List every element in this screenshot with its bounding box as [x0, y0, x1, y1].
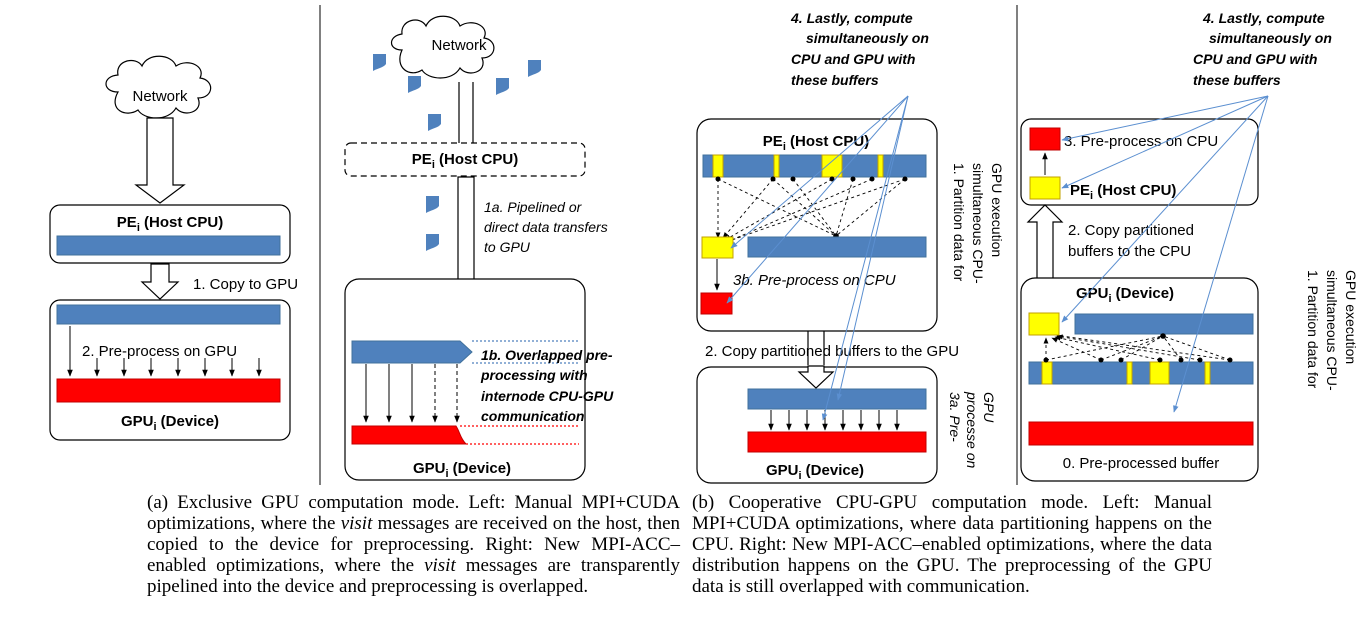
- panel-b-right: 4. Lastly, compute simultaneously on CPU…: [1020, 10, 1359, 482]
- partition-dashed-lines: [1043, 334, 1231, 361]
- note-lastly: 4. Lastly, compute simultaneously on CPU…: [790, 10, 933, 88]
- yellow-buffer: [701, 236, 734, 259]
- partition-dashed-lines: [715, 178, 906, 243]
- copy-partitioned-label: 2. Copy partitioned buffers to the GPU: [705, 343, 959, 360]
- preprocess-arrows: [363, 364, 460, 423]
- blue-buffer-bar: [56, 304, 281, 325]
- blue-pointer-arrows: [1061, 95, 1269, 413]
- partition-segments: [712, 154, 884, 178]
- red-buffer: [1029, 127, 1061, 151]
- blue-buffer-bar: [747, 388, 927, 410]
- figure-diagram: Network PEi (Host CPU) 1. Copy to GPU 2.…: [49, 5, 1359, 485]
- device-gpu-label: GPUi (Device): [766, 462, 864, 482]
- gpu-preprocess-label-vertical: 3a. Pre- processe on GPU: [947, 391, 997, 472]
- red-buffer-bar: [747, 431, 927, 453]
- partition-label-vertical: 1. Partition data for simultaneous CPU- …: [951, 163, 1005, 288]
- red-buffer-bar: [1028, 421, 1254, 446]
- note-1a: 1a. Pipelined or direct data transfers t…: [484, 199, 612, 255]
- host-cpu-label: PEi (Host CPU): [117, 214, 223, 234]
- note-lastly: 4. Lastly, compute simultaneously on CPU…: [1193, 10, 1336, 88]
- network-cloud: [105, 55, 212, 119]
- host-cpu-label: PEi (Host CPU): [1070, 182, 1176, 202]
- network-label: Network: [132, 88, 188, 105]
- preprocessed-buffer-label: 0. Pre-processed buffer: [1063, 455, 1219, 472]
- block-arrow-down: [134, 117, 186, 204]
- device-gpu-label: GPUi (Device): [413, 460, 511, 480]
- block-arrow-down: [140, 263, 180, 300]
- blue-buffer-bar: [702, 154, 927, 178]
- preprocess-arrows: [67, 326, 262, 377]
- blue-buffer-bar: [351, 340, 473, 364]
- panel-b-left: 4. Lastly, compute simultaneously on CPU…: [696, 10, 1005, 484]
- preprocess-gpu-label: 2. Pre-process on GPU: [82, 343, 237, 360]
- preprocess-cpu-label: 3b. Pre-process on CPU: [733, 272, 896, 289]
- blue-buffer-bar: [56, 235, 281, 256]
- copy-partitioned-label: 2. Copy partitioned buffers to the CPU: [1068, 222, 1198, 260]
- device-gpu-box: [49, 299, 291, 441]
- blue-buffer-bar: [1028, 361, 1254, 385]
- host-cpu-box-dashed: [344, 142, 586, 177]
- block-arrow-down: [797, 365, 835, 389]
- preprocess-cpu-label: 3. Pre-process on CPU: [1064, 133, 1218, 150]
- network-label: Network: [431, 37, 487, 54]
- caption-b: (b) Cooperative CPU-GPU computation mode…: [692, 492, 1212, 597]
- host-cpu-label: PEi (Host CPU): [763, 133, 869, 153]
- network-cloud: [390, 15, 495, 79]
- yellow-buffer: [1028, 312, 1060, 336]
- copy-to-gpu-label: 1. Copy to GPU: [193, 276, 298, 293]
- device-gpu-label: GPUi (Device): [121, 413, 219, 433]
- blue-pointer-arrows: [726, 95, 909, 421]
- partition-dots: [1043, 333, 1233, 363]
- host-cpu-label: PEi (Host CPU): [412, 151, 518, 171]
- caption-a: (a) Exclusive GPU computation mode. Left…: [147, 492, 681, 597]
- red-buffer-bar: [351, 425, 468, 445]
- host-cpu-box: [1020, 118, 1259, 206]
- blue-buffer-bar: [1074, 313, 1254, 335]
- host-cpu-box: [696, 118, 938, 332]
- note-1b: 1b. Overlapped pre- processing with inte…: [480, 347, 617, 424]
- partition-label-vertical: 1. Partition data for simultaneous CPU- …: [1305, 270, 1359, 395]
- blue-buffer-bar: [747, 236, 927, 258]
- yellow-buffer: [1029, 176, 1061, 200]
- panel-a-right: Network PEi (Host CPU) 1a. Pipelined or …: [344, 15, 617, 481]
- red-buffer: [700, 292, 733, 315]
- red-buffer-bar: [56, 378, 281, 403]
- panel-a-left: Network PEi (Host CPU) 1. Copy to GPU 2.…: [49, 55, 298, 441]
- message-packets: [373, 54, 541, 251]
